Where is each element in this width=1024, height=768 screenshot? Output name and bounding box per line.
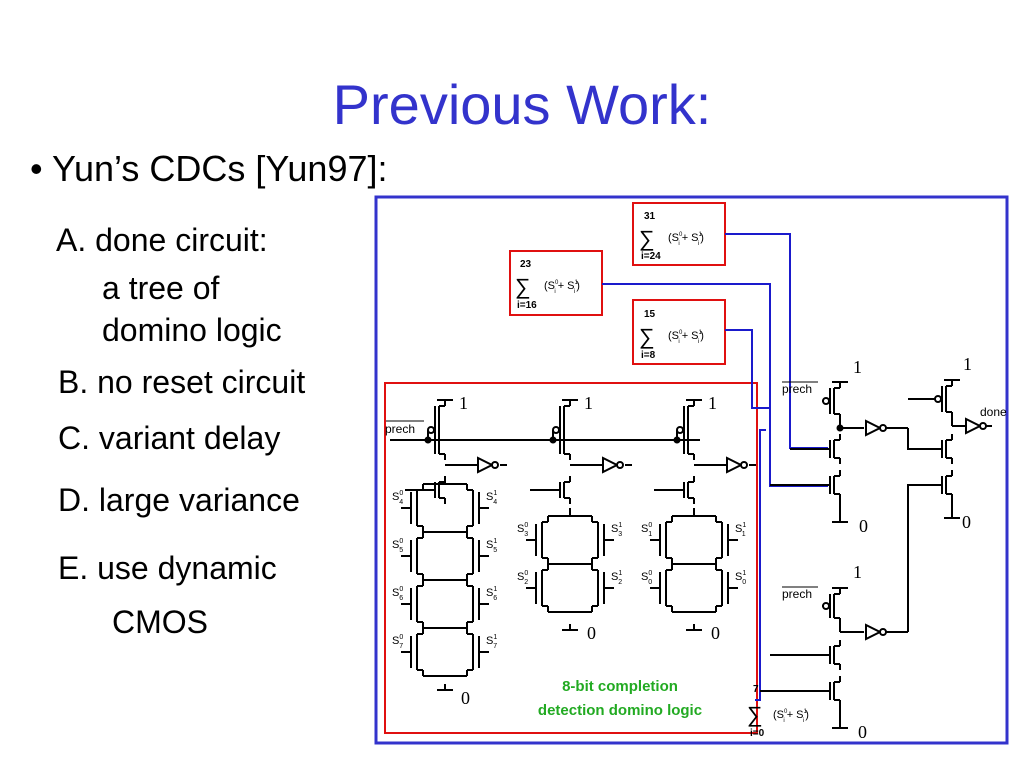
svg-text:∑: ∑ <box>639 324 655 349</box>
item-b: B. no reset circuit <box>58 364 306 400</box>
inverter-gate <box>865 623 883 641</box>
svg-text:0: 0 <box>587 623 596 643</box>
inverter-gate <box>726 456 744 474</box>
svg-text:(S0i+ S1i): (S0i+ S1i) <box>773 709 809 724</box>
svg-text:∑: ∑ <box>515 274 531 299</box>
svg-text:1: 1 <box>853 562 862 582</box>
domino-transistors <box>390 379 992 729</box>
caption-line1: 8-bit completion <box>562 678 678 695</box>
item-a-line3: domino logic <box>102 312 282 348</box>
caption-line2: detection domino logic <box>538 702 702 719</box>
inverter-gate <box>602 456 620 474</box>
svg-text:i=0: i=0 <box>750 728 765 739</box>
svg-text:23: 23 <box>520 259 532 270</box>
svg-text:1: 1 <box>853 357 862 377</box>
domino-logic-box <box>384 382 758 734</box>
svg-text:7: 7 <box>753 684 759 695</box>
svg-text:i=16: i=16 <box>517 300 537 311</box>
svg-text:15: 15 <box>644 309 656 320</box>
svg-text:i=24: i=24 <box>641 251 661 262</box>
svg-text:(S0i+ S1i): (S0i+ S1i) <box>544 280 580 295</box>
svg-text:0: 0 <box>859 516 868 536</box>
pmos-bubble <box>822 602 830 610</box>
svg-text:1: 1 <box>708 393 717 413</box>
svg-text:0: 0 <box>962 512 971 532</box>
inverter-bubble <box>616 461 624 469</box>
supply-labels: 1 1 1 1 1 1 0 0 0 0 0 0 <box>459 354 972 742</box>
svg-text:prech: prech <box>782 587 812 601</box>
svg-text:i=8: i=8 <box>641 350 656 361</box>
pmos-bubble <box>822 397 830 405</box>
inverter-bubble <box>879 424 887 432</box>
done-label: done <box>980 405 1007 419</box>
svg-text:0: 0 <box>461 688 470 708</box>
item-a-line2: a tree of <box>102 270 220 306</box>
svg-text:1: 1 <box>963 354 972 374</box>
inverter-bubble <box>491 461 499 469</box>
item-e: E. use dynamic <box>58 550 277 586</box>
pmos-bubble <box>934 395 942 403</box>
bullet-heading: • Yun’s CDCs [Yun97]: <box>30 148 388 189</box>
item-d: D. large variance <box>58 482 300 518</box>
inverter-gate <box>965 417 983 435</box>
svg-text:0: 0 <box>711 623 720 643</box>
inverter-bubble <box>740 461 748 469</box>
item-c: C. variant delay <box>58 420 281 456</box>
item-a: A. done circuit: <box>56 222 268 258</box>
svg-text:∑: ∑ <box>747 702 763 727</box>
slide-title: Previous Work: <box>332 73 712 136</box>
svg-text:1: 1 <box>584 393 593 413</box>
inverter-bubble <box>979 422 987 430</box>
svg-text:1: 1 <box>459 393 468 413</box>
svg-text:∑: ∑ <box>639 226 655 251</box>
svg-text:prech: prech <box>782 382 812 396</box>
inverter-gate <box>477 456 495 474</box>
svg-text:(S0i+ S1i): (S0i+ S1i) <box>668 330 704 345</box>
diagram-frame <box>374 195 1009 745</box>
svg-text:31: 31 <box>644 211 656 222</box>
svg-text:0: 0 <box>858 722 867 742</box>
inverter-gate <box>865 419 883 437</box>
svg-text:(S0i+ S1i): (S0i+ S1i) <box>668 232 704 247</box>
prech-labels: prech prech prech <box>385 381 818 601</box>
svg-text:prech: prech <box>385 422 415 436</box>
inverter-bubble <box>879 628 887 636</box>
item-e-line2: CMOS <box>112 604 208 640</box>
